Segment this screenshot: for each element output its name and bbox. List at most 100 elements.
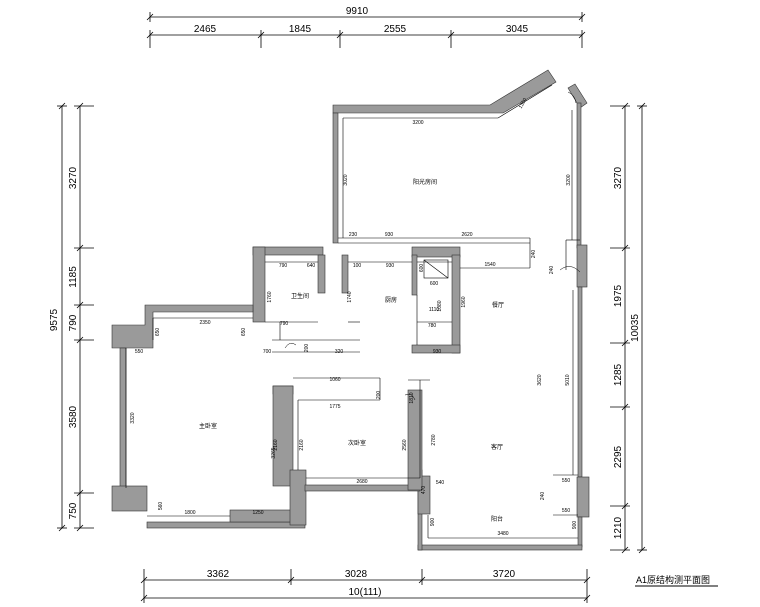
bottom-dimension-1: 3362 (207, 569, 230, 580)
right-dimension-4: 2295 (613, 445, 624, 468)
room-label-balcony: 阳台 (491, 515, 503, 523)
inner-dim: 3620 (537, 374, 543, 385)
inner-dim: 560 (158, 502, 164, 511)
inner-dim: 1810 (409, 392, 415, 403)
top-dimension-group (146, 12, 586, 48)
room-label-top-bedroom: 阳光房间 (413, 178, 437, 186)
inner-dim: 1740 (347, 291, 353, 302)
left-dimension-4: 3580 (68, 405, 79, 428)
inner-dim: 2160 (273, 439, 279, 450)
wall-master-southwest-pillar (111, 485, 148, 512)
wall-master-northwest (111, 304, 254, 349)
left-dimension-5: 750 (68, 502, 79, 519)
top-total-dimension: 9910 (346, 6, 369, 17)
wall-east-mid (577, 286, 583, 478)
inner-dim: 1775 (329, 404, 340, 410)
inner-dim: 1080 (437, 300, 443, 311)
inner-dim: 3020 (343, 174, 349, 185)
drawing-title: A1原结构测平面图 (636, 574, 710, 585)
inner-dim: 2560 (402, 439, 408, 450)
left-dimension-group (57, 102, 94, 532)
wall-northeast (567, 83, 588, 109)
inner-dim: 650 (241, 328, 247, 337)
bottom-dimension-group (140, 569, 591, 603)
inner-dim: 240 (549, 266, 555, 275)
wall-kitchen-east (341, 254, 349, 294)
inner-dim: 3480 (497, 531, 508, 537)
wall-dining-east (451, 254, 461, 354)
inner-dim: 930 (386, 263, 395, 269)
right-total-dimension: 10035 (630, 314, 641, 342)
right-dimension-1: 3270 (613, 166, 624, 189)
inner-dim: 3200 (412, 120, 423, 126)
inner-dim: 2160 (299, 439, 305, 450)
inner-dim: 640 (307, 263, 316, 269)
right-dimension-2: 1975 (613, 284, 624, 307)
inner-dim: 550 (562, 508, 571, 514)
left-dimension-1: 3270 (68, 166, 79, 189)
top-dimension-1: 2465 (194, 24, 217, 35)
inner-dim: 1800 (184, 510, 195, 516)
inner-dim: 320 (335, 349, 344, 355)
wall-second-west (272, 385, 294, 487)
room-label-kitchen: 厨房 (385, 296, 397, 304)
inner-dim: 790 (279, 263, 288, 269)
inner-dim: 550 (135, 349, 144, 355)
inner-dim: 3265 (271, 447, 277, 458)
structural-walls (111, 69, 590, 551)
top-dimension-4: 3045 (506, 24, 529, 35)
door-swings (284, 91, 581, 401)
room-label-second-bedroom: 次卧室 (348, 439, 366, 447)
wall-master-west (119, 347, 127, 489)
inner-dim: 2350 (199, 320, 210, 326)
inner-dim: 2780 (431, 434, 437, 445)
inner-dim: 240 (540, 492, 546, 501)
top-dimension-3: 2555 (384, 24, 407, 35)
inner-dim: 540 (436, 480, 445, 486)
inner-dim: 2680 (356, 479, 367, 485)
inner-dim: 1760 (267, 291, 273, 302)
inner-dim: 230 (349, 232, 358, 238)
bottom-total-dimension: 10(111) (349, 587, 382, 598)
right-dimension-group (610, 102, 647, 554)
wall-dining-west (411, 254, 418, 296)
inner-dimension-labels: 3200 3020 3200 2620 230 930 790 640 100 … (130, 97, 578, 537)
inner-dim: 1960 (461, 296, 467, 307)
inner-dim: 3320 (130, 412, 136, 423)
inner-dim: 1250 (252, 510, 263, 516)
wall-master-south (146, 521, 306, 529)
wall-bath-west (252, 246, 266, 323)
inner-dim: 5010 (565, 374, 571, 385)
inner-dim: 2620 (461, 232, 472, 238)
left-total-dimension: 9575 (49, 308, 60, 331)
top-dimension-2: 1845 (289, 24, 312, 35)
wall-balcony-south (417, 544, 583, 551)
inner-dim: 1060 (329, 377, 340, 383)
inner-dim: 470 (421, 486, 427, 495)
room-label-master-bedroom: 主卧室 (199, 422, 217, 430)
room-label-bathroom: 卫生间 (291, 292, 309, 300)
inner-dim: 3200 (566, 174, 572, 185)
right-dimension-3: 1285 (613, 363, 624, 386)
wall-dining-south (411, 344, 461, 354)
wall-east-lower-pillar (576, 476, 590, 518)
wall-bath-east (317, 254, 326, 294)
wall-east-pillar (576, 244, 588, 288)
wall-east-upper (576, 102, 582, 249)
room-label-dining: 餐厅 (492, 301, 504, 309)
appliance-box (423, 259, 449, 279)
left-dimension-3: 790 (68, 314, 79, 331)
wall-dining-pillar (411, 246, 461, 258)
inner-dim: 1110 (429, 307, 440, 313)
inner-dim: 600 (419, 264, 425, 273)
inner-dim: 200 (304, 344, 310, 353)
inner-dim: 700 (263, 349, 272, 355)
inner-dim: 600 (430, 281, 439, 287)
right-dimension-5: 1210 (613, 516, 624, 539)
inner-dim: 650 (155, 328, 161, 337)
inner-dim: 780 (428, 323, 437, 329)
wall-second-south-pillar (289, 469, 307, 526)
inner-dim: 550 (562, 478, 571, 484)
wall-second-east (407, 389, 423, 491)
